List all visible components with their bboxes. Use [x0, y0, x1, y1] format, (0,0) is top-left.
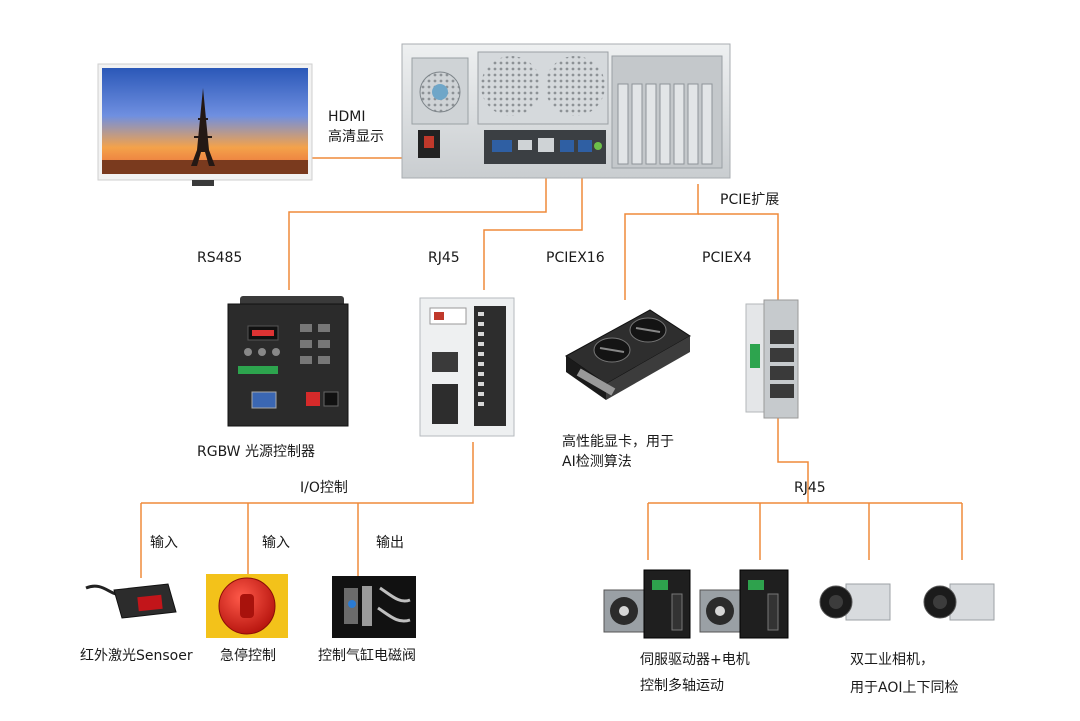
label-input-1: 输入: [150, 535, 178, 551]
io-bus-line: [141, 442, 474, 504]
industrial-camera-icon: [819, 583, 995, 621]
pcie-trunk-line: [624, 184, 699, 300]
rs485-line: [288, 160, 547, 290]
network-card-icon: [745, 299, 799, 419]
caption-gpu-line1: 高性能显卡，用于: [562, 434, 674, 450]
camera-unit-1: [819, 583, 891, 621]
caption-camera-line2: 用于AOI上下同检: [850, 680, 959, 696]
label-rs485: RS485: [197, 250, 243, 266]
label-output-1: 输出: [376, 535, 404, 551]
monitor-icon: [97, 63, 313, 186]
connection-lines: [140, 157, 963, 578]
industrial-pc-icon: [401, 43, 731, 179]
graphics-card-icon: [565, 309, 691, 400]
label-hdmi: HDMI: [328, 109, 366, 125]
caption-camera-line1: 双工业相机，: [850, 652, 934, 668]
label-pcie-expand: PCIE扩展: [720, 192, 780, 208]
servo-unit-2: [699, 569, 789, 639]
pciex4-line: [698, 213, 779, 300]
nic-down-line: [777, 418, 809, 503]
label-io-control: I/O控制: [300, 480, 348, 496]
label-rj45-right: RJ45: [794, 480, 826, 496]
caption-servo-line1: 伺服驱动器+电机: [640, 652, 750, 668]
label-pciex4: PCIEX4: [702, 250, 752, 266]
caption-light-controller: RGBW 光源控制器: [197, 444, 315, 460]
caption-gpu-line2: AI检测算法: [562, 454, 632, 470]
servo-unit-1: [603, 569, 691, 639]
caption-estop: 急停控制: [220, 648, 276, 664]
label-hdmi-display: 高清显示: [328, 129, 384, 145]
servo-drive-icon: [603, 569, 789, 639]
label-pciex16: PCIEX16: [546, 250, 605, 266]
caption-laser-sensor: 红外激光Sensoer: [80, 648, 193, 664]
solenoid-valve-icon: [332, 576, 416, 638]
light-controller-icon: [227, 296, 349, 427]
caption-valve: 控制气缸电磁阀: [318, 648, 416, 664]
label-input-2: 输入: [262, 535, 290, 551]
emergency-stop-icon: [206, 574, 288, 638]
laser-sensor-icon: [85, 583, 177, 619]
rj45-plc-line: [483, 160, 583, 290]
camera-unit-2: [923, 583, 995, 621]
label-rj45-left: RJ45: [428, 250, 460, 266]
plc-icon: [419, 297, 515, 437]
caption-servo-line2: 控制多轴运动: [640, 678, 724, 694]
